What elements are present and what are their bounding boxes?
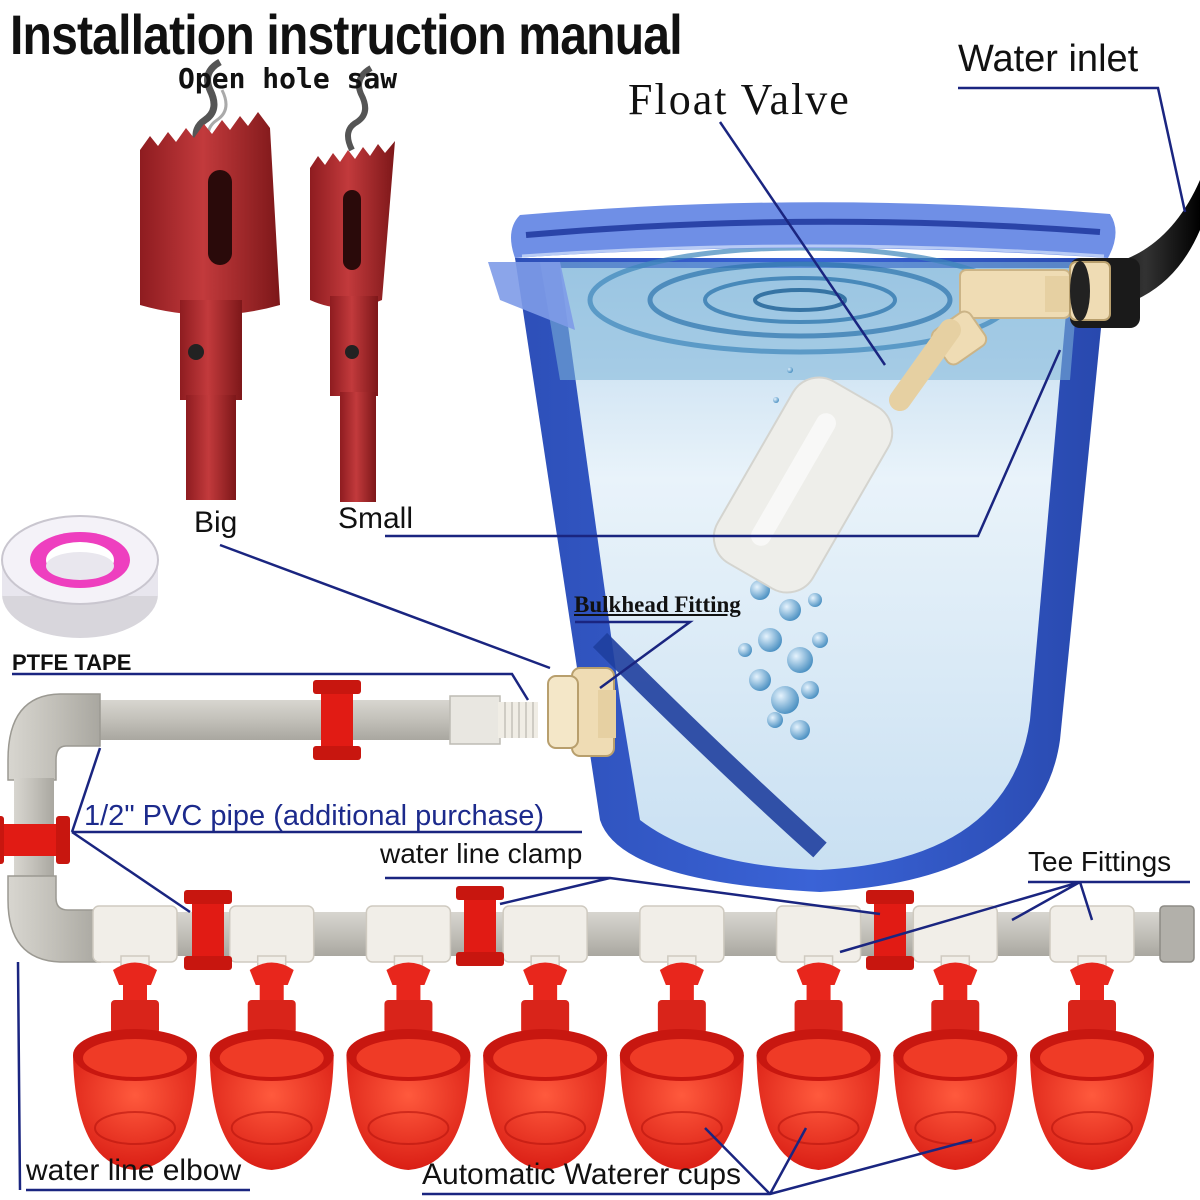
- upper-pvc-pipe: [90, 695, 538, 745]
- saw-small-label: Small: [338, 502, 414, 535]
- water-line-clamp: [313, 680, 361, 760]
- pipe-end-cap: [1159, 905, 1195, 963]
- water-line-clamp: [456, 886, 504, 966]
- water-line-elbow: [7, 875, 101, 963]
- ptfe-tape-label: PTFE TAPE: [12, 650, 132, 675]
- water-line-elbow-label: water line elbow: [26, 1154, 242, 1187]
- leader-ptfe-tape: [12, 672, 530, 701]
- waterer-cup: [893, 962, 1018, 1170]
- bulkhead-fitting: [547, 667, 616, 757]
- page-title: Installation instruction manual: [10, 3, 683, 66]
- waterer-cup: [756, 962, 881, 1170]
- waterer-cup: [346, 962, 471, 1170]
- pvc-pipe-label: 1/2" PVC pipe (additional purchase): [84, 800, 545, 832]
- float-valve: [712, 269, 1075, 594]
- waterer-cup: [209, 962, 334, 1170]
- leader-elbow: [16, 961, 250, 1192]
- leader-bulkhead: [575, 620, 694, 690]
- leader-small-saw: [385, 349, 1062, 538]
- leader-clamp: [385, 876, 881, 916]
- leader-pvc-pipe: [70, 747, 582, 914]
- bulkhead-fitting-label: Bulkhead Fitting: [574, 592, 741, 617]
- leader-big-saw: [219, 543, 551, 670]
- water-line-clamp: [866, 890, 914, 970]
- water-line-clamp: [184, 890, 232, 970]
- water-line-clamp: [0, 816, 70, 864]
- waterer-cups: [73, 962, 1154, 1170]
- hole-saw-big: [140, 58, 280, 500]
- leader-water-inlet: [958, 86, 1187, 213]
- water-line-clamps: [0, 680, 914, 970]
- ptfe-tape-roll: [1, 515, 159, 638]
- float-valve-label: Float Valve: [628, 75, 851, 124]
- water-line-clamp-label: water line clamp: [380, 838, 583, 869]
- waterer-cup: [483, 962, 608, 1170]
- tee-fittings-label: Tee Fittings: [1028, 846, 1172, 877]
- hole-saw-label: Open hole saw: [178, 62, 398, 95]
- waterer-cups-label: Automatic Waterer cups: [422, 1158, 741, 1191]
- water-inlet-hose: [1069, 180, 1200, 328]
- leader-float-valve: [718, 121, 887, 366]
- saw-big-label: Big: [194, 506, 238, 539]
- leader-cups: [422, 1127, 973, 1196]
- water-inlet-label: Water inlet: [958, 38, 1139, 80]
- leader-lines: [12, 86, 1190, 1196]
- waterer-cup: [619, 962, 744, 1170]
- waterer-cup: [73, 962, 197, 1170]
- elbow-upper: [7, 693, 101, 781]
- hole-saw-small: [310, 65, 395, 502]
- waterer-cup: [1030, 962, 1154, 1170]
- leader-tee: [839, 880, 1190, 954]
